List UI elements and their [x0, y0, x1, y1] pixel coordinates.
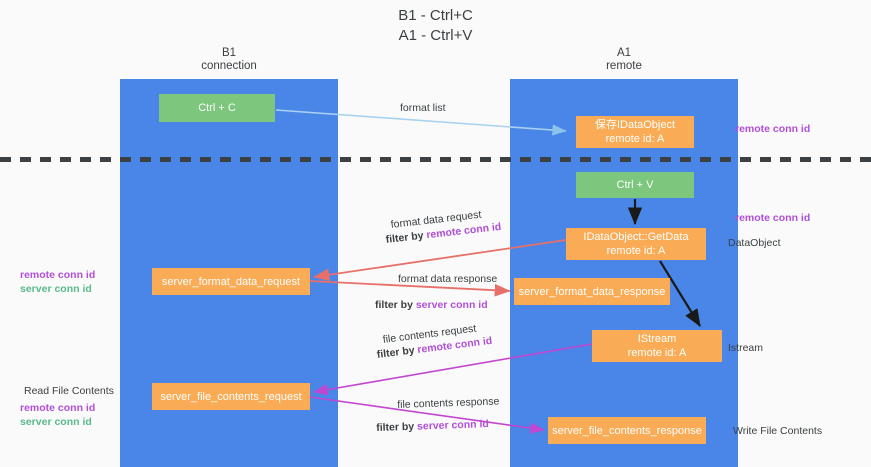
node-label: Ctrl + V [616, 179, 654, 191]
node-label: server_file_contents_response [552, 424, 702, 437]
node-ctrl-v[interactable]: Ctrl + V [576, 172, 694, 198]
annotation-remote-conn-id-mid: remote conn id [735, 212, 811, 224]
edge-label-format-list: format list [400, 102, 446, 114]
filter-key: server conn id [416, 418, 490, 433]
node-ctrl-c[interactable]: Ctrl + C [159, 94, 275, 122]
node-label: 保存IDataObject [594, 119, 676, 131]
annotation-conn-ids-mid: remote conn id server conn id [20, 268, 95, 296]
node-sublabel: remote id: A [627, 347, 687, 359]
edge-file-contents-response [309, 396, 545, 434]
annotation-dataobject: DataObject [728, 237, 781, 249]
annotation-read-file-contents: Read File Contents [24, 385, 114, 397]
node-server-format-data-response[interactable]: server_format_data_response [514, 278, 670, 305]
annotation-server-conn-id: server conn id [20, 416, 92, 428]
node-label: IDataObject::GetData [583, 231, 689, 243]
annotation-remote-conn-id: remote conn id [20, 269, 96, 281]
filter-prefix: filter by [376, 420, 418, 434]
node-save-idataobject[interactable]: 保存IDataObject remote id: A [576, 116, 694, 148]
annotation-remote-conn-id-top: remote conn id [735, 123, 811, 135]
annotation-conn-ids-bottom: remote conn id server conn id [20, 401, 95, 429]
edge-file-contents-request [313, 343, 593, 396]
edge-label-format-data-response-filter: filter by server conn id [375, 298, 488, 312]
node-istream[interactable]: IStream remote id: A [592, 330, 722, 362]
annotation-remote-conn-id: remote conn id [20, 402, 96, 414]
node-label: server_file_contents_request [160, 390, 302, 403]
node-idataobject-getdata[interactable]: IDataObject::GetData remote id: A [566, 228, 706, 260]
swimlane-b1-header: B1 connection [201, 47, 257, 72]
node-label: IStream [637, 333, 677, 345]
node-label: Ctrl + C [198, 102, 236, 114]
node-server-format-data-request[interactable]: server_format_data_request [152, 268, 310, 295]
filter-prefix: filter by [375, 299, 416, 311]
node-sublabel: remote id: A [605, 133, 665, 145]
node-label: server_format_data_response [518, 285, 666, 298]
filter-key: server conn id [415, 299, 488, 311]
edge-format-data-response [309, 280, 511, 297]
edge-label-format-data-response: format data response [398, 273, 498, 285]
swimlane-a1-header: A1 remote [606, 47, 642, 72]
phase-divider [0, 157, 871, 162]
edge-format-list [275, 109, 567, 136]
node-server-file-contents-response[interactable]: server_file_contents_response [548, 417, 706, 444]
node-sublabel: remote id: A [606, 245, 666, 257]
annotation-server-conn-id: server conn id [20, 283, 92, 295]
diagram-title: B1 - Ctrl+C A1 - Ctrl+V [398, 7, 473, 44]
edge-format-data-request [313, 239, 567, 282]
node-server-file-contents-request[interactable]: server_file_contents_request [152, 383, 310, 410]
node-label: server_format_data_request [161, 275, 301, 288]
annotation-istream: Istream [728, 342, 764, 354]
annotation-write-file-contents: Write File Contents [733, 425, 823, 437]
edge-getdata-to-istream [659, 260, 701, 327]
